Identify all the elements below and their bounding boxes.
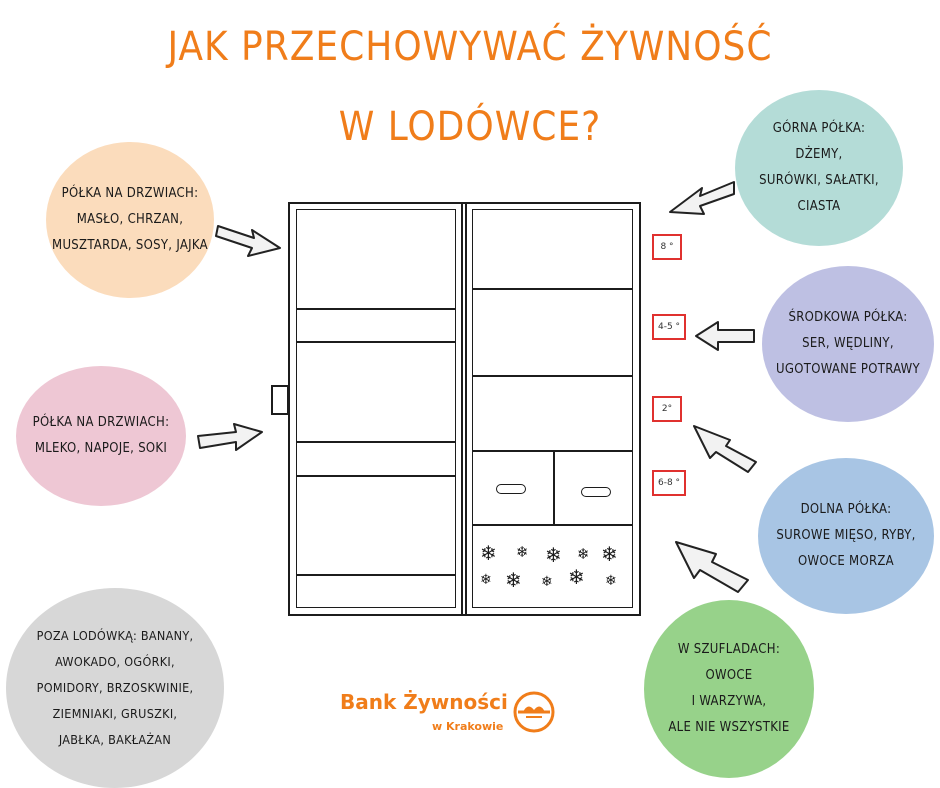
bubble-line: Półka na drzwiach: (32, 415, 170, 430)
logo-emblem-icon (513, 691, 555, 733)
middle-shelf-bubble: Środkowa półka: ser, wędliny, ugotowane … (762, 266, 934, 422)
fridge-handle (271, 385, 289, 415)
door-compartment (296, 209, 456, 309)
bubble-line: Owoce (705, 668, 753, 683)
snowflake-icon: ❄ (601, 542, 618, 566)
temperature-label: 6-8 ° (652, 470, 686, 496)
bubble-line: Ciasta (797, 199, 841, 214)
arrow-icon (693, 425, 757, 473)
bubble-line: pomidory, brzoskwinie, (36, 680, 194, 695)
bubble-line: masło, chrzan, (76, 212, 184, 227)
fridge-outline (288, 202, 641, 616)
snowflake-icon: ❄ (577, 545, 590, 563)
title-line-1: Jak przechowywać żywność (167, 24, 773, 70)
bank-zywnosci-logo: Bank Żywności w Krakowie (340, 686, 560, 742)
bubble-line: owoce morza (798, 554, 894, 569)
bubble-line: ziemniaki, gruszki, (52, 706, 178, 721)
drawer-handle (496, 484, 526, 494)
door-compartment (296, 309, 456, 342)
bubble-line: mleko, napoje, soki (34, 441, 168, 456)
bubble-line: i warzywa, (691, 694, 767, 709)
snowflake-icon: ❄ (505, 568, 522, 592)
door-compartment (296, 575, 456, 608)
temperature-label: 4-5 ° (652, 314, 686, 340)
temperature-label: 2° (652, 396, 682, 422)
bubble-line: W szufladach: (677, 642, 781, 657)
snowflake-icon: ❄ (541, 574, 553, 590)
bubble-line: jabłka, bakłażan (58, 732, 172, 747)
snowflake-icon: ❄ (568, 565, 585, 589)
fridge-drawer-right (554, 451, 633, 525)
door-compartment (296, 476, 456, 575)
arrow-icon (215, 225, 281, 257)
fridge-shelf-middle (472, 289, 633, 376)
bubble-line: Środkowa półka: (788, 310, 908, 325)
temperature-label: 8 ° (652, 234, 682, 260)
bubble-line: ale nie wszystkie (668, 720, 790, 735)
bubble-line: awokado, ogórki, (55, 654, 175, 669)
bubble-line: poza lodówką: banany, (36, 628, 194, 643)
fridge-shelf-bottom (472, 376, 633, 451)
snowflake-icon: ❄ (605, 573, 617, 589)
logo-name: Bank Żywności (340, 690, 508, 714)
bubble-line: górna półka: (772, 121, 866, 136)
outside-fridge-bubble: poza lodówką: banany, awokado, ogórki, p… (6, 588, 224, 788)
snowflake-icon: ❄ (516, 543, 529, 561)
snowflake-icon: ❄ (480, 572, 492, 588)
fridge-divider (461, 202, 467, 616)
door-shelf-middle-bubble: Półka na drzwiach: mleko, napoje, soki (16, 366, 186, 506)
bubble-line: musztarda, sosy, Jajka (52, 238, 208, 253)
door-compartment (296, 442, 456, 476)
freezer-compartment (472, 525, 633, 608)
title-line-2: w lodówce? (338, 104, 602, 150)
arrow-icon (695, 321, 755, 351)
fridge-drawer-left (472, 451, 554, 525)
drawers-bubble: W szufladach: Owoce i warzywa, ale nie w… (644, 600, 814, 778)
bubble-line: surówki, sałatki, (759, 173, 879, 188)
door-compartment (296, 342, 456, 442)
logo-city: w Krakowie (432, 720, 504, 733)
bubble-line: ser, wędliny, (802, 336, 894, 351)
bubble-line: dżemy, (795, 147, 843, 162)
bottom-shelf-bubble: dolna półka: surowe mięso, ryby, owoce m… (758, 458, 934, 614)
top-shelf-bubble: górna półka: dżemy, surówki, sałatki, Ci… (735, 90, 903, 246)
bubble-line: ugotowane potrawy (776, 362, 920, 377)
drawer-handle (581, 487, 611, 497)
bubble-line: dolna półka: (800, 502, 892, 517)
snowflake-icon: ❄ (545, 543, 562, 567)
arrow-icon (669, 181, 735, 215)
door-shelf-top-bubble: Półka na drzwiach: masło, chrzan, muszta… (46, 142, 214, 298)
fridge-shelf-top (472, 209, 633, 289)
arrow-icon (197, 423, 263, 451)
arrow-icon (675, 541, 749, 593)
snowflake-icon: ❄ (480, 541, 497, 565)
bubble-line: surowe mięso, ryby, (776, 528, 916, 543)
bubble-line: Półka na drzwiach: (61, 186, 199, 201)
